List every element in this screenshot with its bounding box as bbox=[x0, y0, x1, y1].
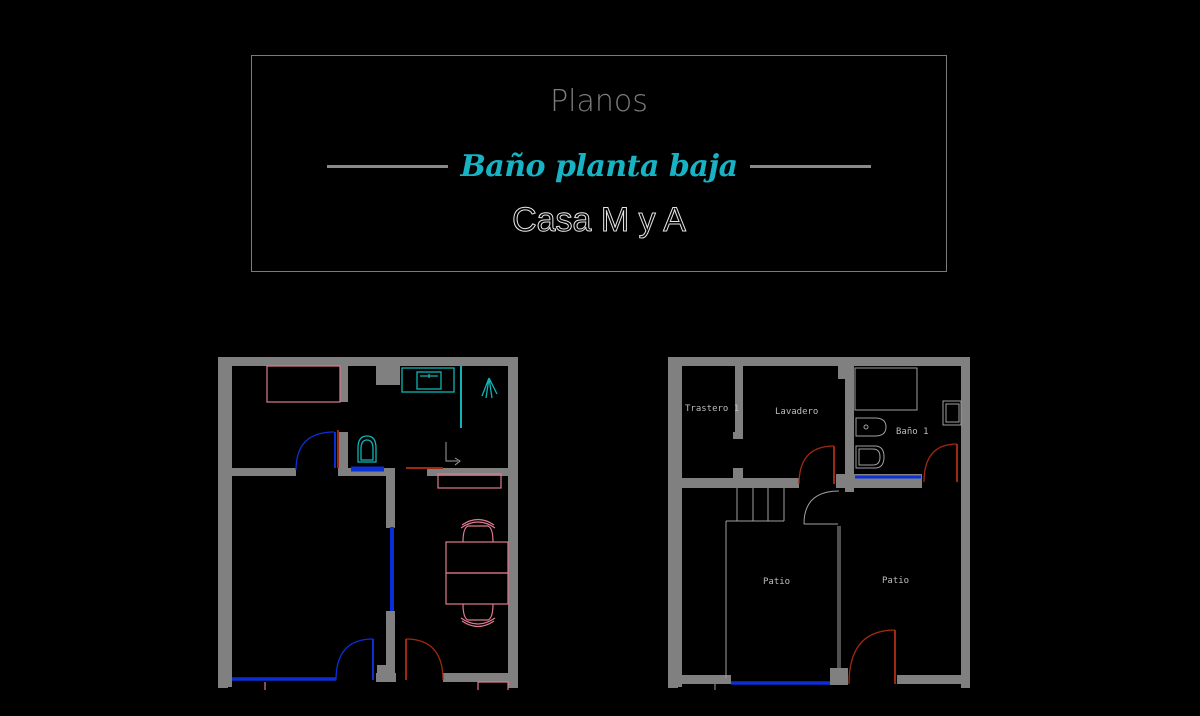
toilet bbox=[357, 435, 377, 463]
room-labels: Trastero 1 Lavadero Baño 1 Patio Patio bbox=[685, 404, 929, 587]
furniture-left bbox=[264, 365, 509, 690]
doors-left bbox=[295, 430, 444, 681]
title-heading: Planos bbox=[550, 84, 648, 119]
title-project: Casa M y A bbox=[512, 201, 687, 240]
subtitle-row: Baño planta baja bbox=[327, 148, 872, 184]
cabinet bbox=[266, 365, 341, 403]
doors-right bbox=[798, 443, 958, 685]
dining-table bbox=[445, 541, 509, 574]
windows-left bbox=[232, 466, 394, 681]
title-block: Planos Baño planta baja Casa M y A bbox=[251, 55, 947, 272]
divider-right bbox=[749, 164, 872, 168]
plan-right: Trastero 1 Lavadero Baño 1 Patio Patio bbox=[668, 357, 970, 690]
title-subtitle: Baño planta baja bbox=[460, 148, 738, 184]
counter bbox=[437, 473, 502, 489]
shower-head bbox=[481, 377, 498, 399]
room-label-lavadero: Lavadero bbox=[775, 407, 818, 417]
sink bbox=[416, 371, 442, 390]
room-label-patio-right: Patio bbox=[882, 576, 909, 586]
divider-left bbox=[327, 164, 449, 168]
room-label-patio-left: Patio bbox=[763, 577, 790, 587]
walls-left bbox=[218, 357, 518, 688]
patio-door-swing bbox=[803, 490, 840, 525]
plan-left bbox=[218, 357, 518, 690]
windows-right bbox=[731, 475, 921, 685]
sink-counter bbox=[401, 367, 455, 393]
bathroom-fixtures bbox=[357, 366, 498, 463]
stairs-and-partitions bbox=[714, 367, 962, 690]
bathtub-outline bbox=[854, 367, 918, 411]
room-label-bano: Baño 1 bbox=[896, 427, 929, 437]
drain-symbol bbox=[445, 442, 461, 466]
room-label-trastero: Trastero 1 bbox=[685, 404, 739, 414]
